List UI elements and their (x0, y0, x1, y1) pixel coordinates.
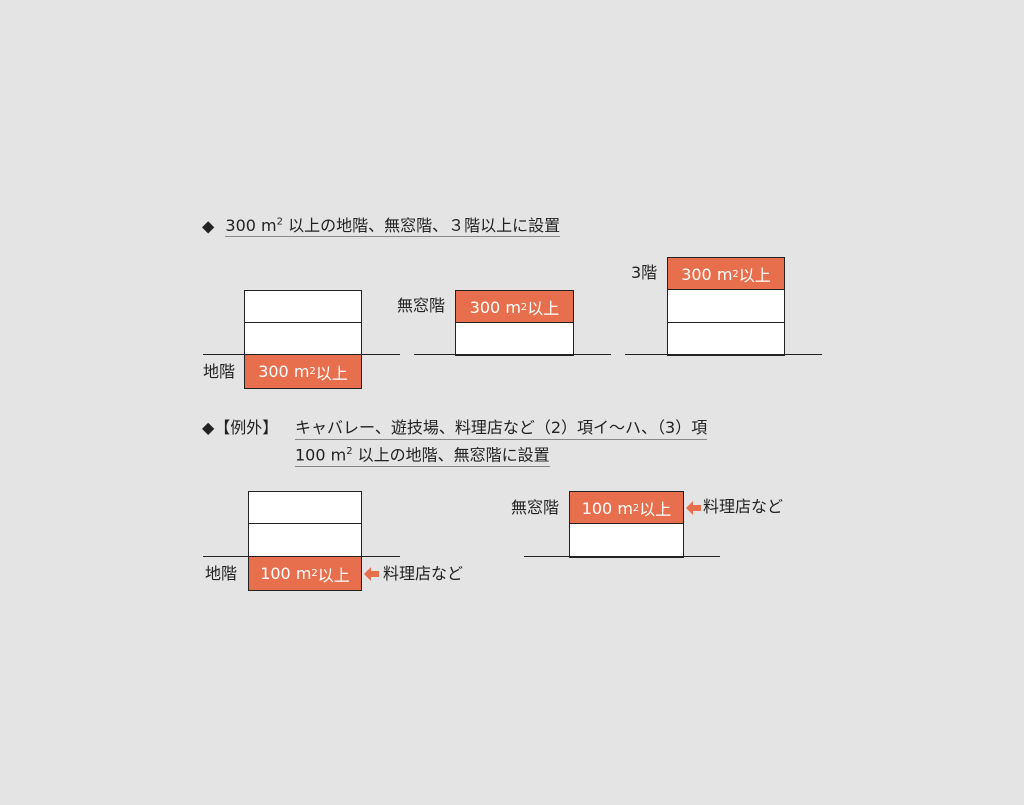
floor (667, 289, 785, 323)
floor (244, 322, 362, 356)
section2-line2: 100 m2 以上の地階、無窓階に設置 (295, 442, 550, 468)
floor-label: 地階 (203, 362, 236, 381)
diamond-bullet-icon: ◆ (202, 216, 215, 236)
floor (569, 523, 684, 558)
section2-bullet: ◆【例外】 (202, 418, 279, 437)
floor-label: 地階 (205, 564, 238, 583)
floor (248, 491, 362, 525)
ground-line (203, 556, 400, 557)
ground-line (524, 556, 720, 557)
floor-label: 3階 (631, 263, 658, 282)
ground-line (203, 354, 400, 355)
floor-label: 無窓階 (397, 296, 446, 315)
section1-heading: ◆ 300 m2 以上の地階、無窓階、３階以上に設置 (202, 213, 561, 238)
floor (667, 322, 785, 356)
ground-line (625, 354, 822, 355)
note-label: 料理店など (383, 564, 464, 583)
section1-title: 300 m2 以上の地階、無窓階、３階以上に設置 (225, 216, 561, 238)
floor-label: 無窓階 (511, 498, 560, 517)
ground-line (414, 354, 611, 355)
arrow-left-icon (364, 567, 379, 581)
floor (248, 523, 362, 558)
arrow-left-icon (686, 501, 701, 515)
note-label: 料理店など (703, 497, 784, 516)
section2-line1: キャバレー、遊技場、料理店など（2）項イ～ハ、（3）項 (295, 418, 708, 440)
floor (244, 290, 362, 324)
floor (455, 322, 574, 356)
